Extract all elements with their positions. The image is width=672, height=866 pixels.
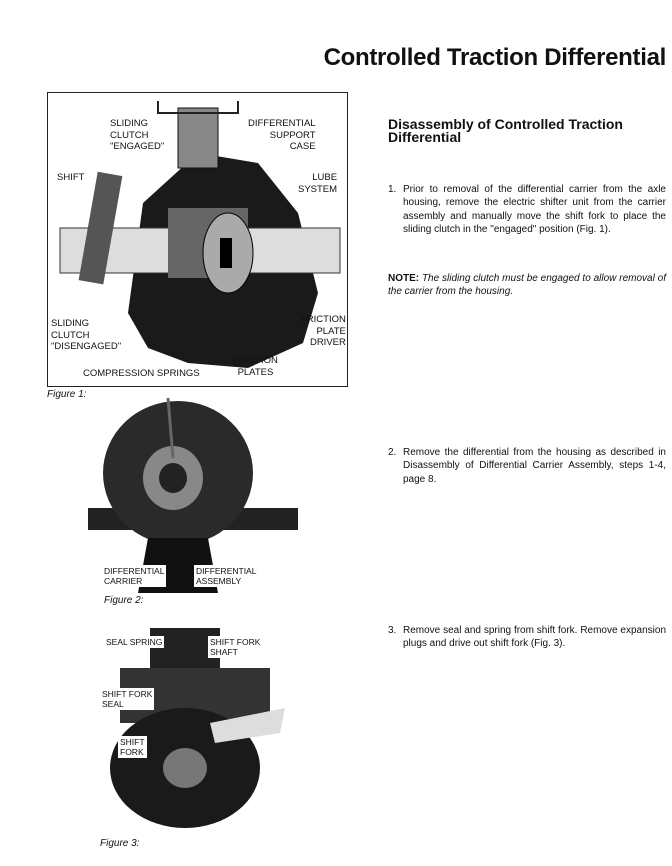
label-compression-springs: COMPRESSION SPRINGS: [83, 368, 200, 379]
note: NOTE: The sliding clutch must be engaged…: [388, 272, 666, 299]
figure-1-diagram: SLIDING CLUTCH "ENGAGED" DIFFERENTIAL SU…: [47, 92, 348, 387]
label-shift: SHIFT: [57, 172, 85, 183]
step-2: 2. Remove the differential from the hous…: [388, 446, 666, 486]
label-seal-spring: SEAL SPRING: [104, 636, 165, 648]
section-heading: Disassembly of Controlled Traction Diffe…: [388, 116, 623, 145]
differential-cutaway-illustration: [59, 101, 341, 368]
note-label: NOTE:: [388, 273, 420, 284]
label-sliding-clutch-disengaged: SLIDING CLUTCH "DISENGAGED": [51, 318, 122, 352]
differential-removal-photo: [88, 397, 298, 593]
label-sliding-clutch-engaged: SLIDING CLUTCH "ENGAGED": [110, 118, 165, 152]
step-number: 1.: [388, 184, 397, 195]
step-3: 3. Remove seal and spring from shift for…: [388, 624, 666, 651]
note-text: The sliding clutch must be engaged to al…: [388, 273, 666, 298]
step-number: 3.: [388, 625, 397, 636]
figure-2-caption: Figure 2:: [104, 595, 144, 606]
label-shift-fork: SHIFT FORK: [118, 736, 147, 758]
label-friction-plate-driver: FRICTION PLATE DRIVER: [301, 314, 346, 348]
label-differential-support-case: DIFFERENTIAL SUPPORT CASE: [248, 118, 316, 152]
step-1: 1. Prior to removal of the differential …: [388, 183, 666, 237]
figure-2-photo: DIFFERENTIAL CARRIER DIFFERENTIAL ASSEMB…: [88, 397, 298, 593]
figure-1-caption: Figure 1:: [47, 389, 87, 400]
label-differential-assembly: DIFFERENTIAL ASSEMBLY: [194, 565, 259, 587]
step-text: Remove seal and spring from shift fork. …: [403, 625, 666, 650]
shift-fork-photo: [110, 628, 285, 828]
label-differential-carrier: DIFFERENTIAL CARRIER: [102, 565, 167, 587]
step-text: Remove the differential from the housing…: [403, 447, 666, 485]
step-number: 2.: [388, 447, 397, 458]
figure-3-caption: Figure 3:: [100, 838, 140, 849]
figure-3-photo: SEAL SPRING SHIFT FORK SHAFT SHIFT FORK …: [100, 628, 290, 833]
label-shift-fork-seal: SHIFT FORK SEAL: [100, 688, 155, 710]
label-friction-plates: FRICTION PLATES: [233, 355, 278, 378]
label-shift-fork-shaft: SHIFT FORK SHAFT: [208, 636, 263, 658]
step-text: Prior to removal of the differential car…: [403, 184, 666, 236]
page-title: Controlled Traction Differential: [323, 44, 667, 71]
label-lube-system: LUBE SYSTEM: [298, 172, 338, 195]
